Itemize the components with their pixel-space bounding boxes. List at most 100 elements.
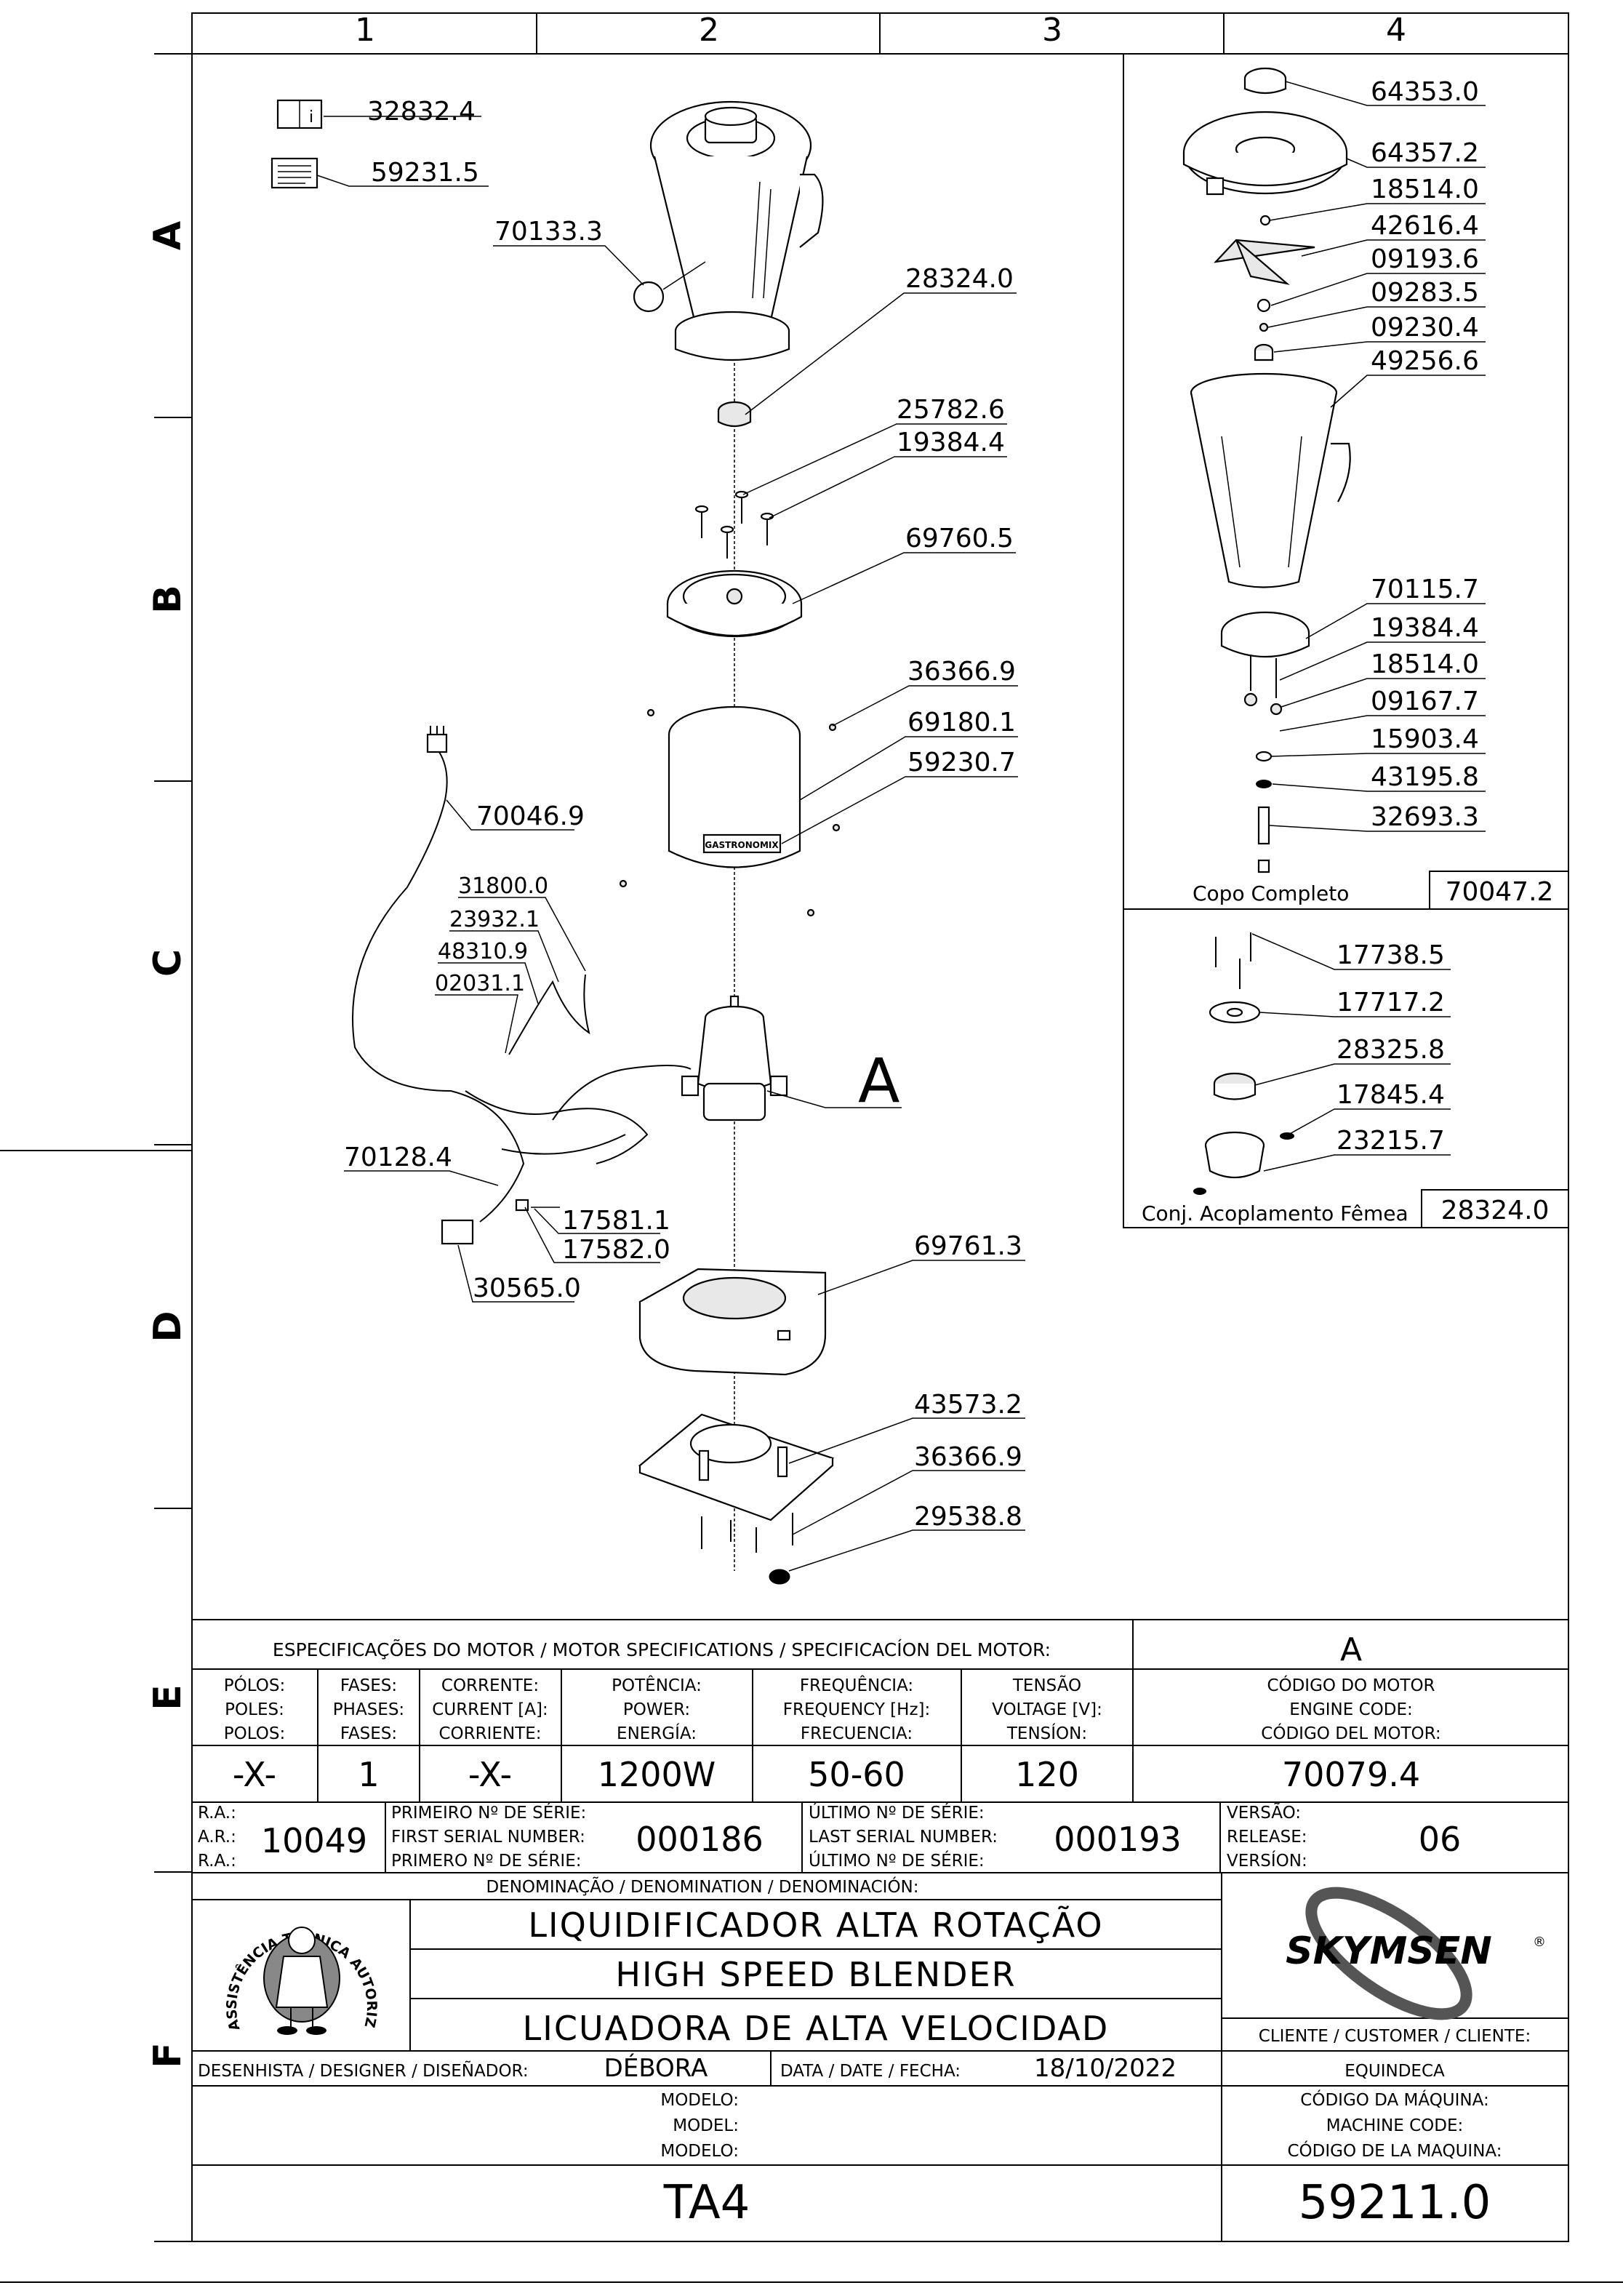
coupling-part: [717, 401, 752, 428]
last-serial-value: 000193: [1054, 1820, 1182, 1859]
manual-icon: i: [276, 99, 323, 129]
callout: 17845.4: [1288, 1080, 1451, 1135]
grid-row-c: C: [146, 949, 190, 977]
spec-col-engine-code: CÓDIGO DO MOTOR ENGINE CODE: CÓDIGO DEL …: [1261, 1675, 1440, 1794]
spec-header-line: TENSÍON:: [1006, 1723, 1087, 1743]
last-serial-label: ÚLTIMO Nº DE SÉRIE:: [809, 1850, 985, 1871]
part-number: 43195.8: [1371, 762, 1479, 792]
grid-row-labels: A B C D E F: [146, 221, 190, 2068]
callout: 17581.1: [534, 1206, 670, 1236]
denomination-en: HIGH SPEED BLENDER: [615, 1955, 1016, 1994]
callout: 25782.6: [742, 395, 1007, 495]
release-label: VERSÍON:: [1227, 1850, 1307, 1871]
part-number: 70046.9: [476, 801, 585, 831]
grid-col-2: 2: [699, 12, 719, 49]
acoplamento-panel: Conj. Acoplamento Fêmea 28324.0 17738.5 …: [1123, 908, 1569, 1228]
spec-header-line: CURRENT [A]:: [432, 1700, 548, 1719]
base-part: [638, 1268, 827, 1376]
ra-label: R.A.:: [198, 1804, 236, 1823]
part-number: 17738.5: [1337, 940, 1445, 970]
machine-code-label: MACHINE CODE:: [1326, 2116, 1464, 2135]
denomination-es: LICUADORA DE ALTA VELOCIDAD: [523, 2009, 1110, 2048]
model-label: MODELO:: [660, 2091, 739, 2110]
top-cover-part: [666, 569, 803, 638]
part-number: 42616.4: [1371, 211, 1479, 241]
part-number: 17581.1: [562, 1206, 670, 1236]
spec-header-line: FASES:: [340, 1724, 397, 1743]
label-sticker-icon: [270, 157, 318, 189]
spec-header-line: CÓDIGO DO MOTOR: [1267, 1675, 1435, 1695]
part-number: 59231.5: [371, 158, 479, 188]
part-number: 70128.4: [344, 1143, 452, 1172]
part-number: 43573.2: [914, 1390, 1022, 1420]
spec-header-line: FREQUENCY [Hz]:: [783, 1700, 931, 1719]
spec-col-power: POTÊNCIA: POWER: ENERGÍA: 1200W: [598, 1675, 716, 1794]
callout: 69760.5: [792, 524, 1016, 604]
spec-header-line: VOLTAGE [V]:: [992, 1700, 1102, 1719]
callout: 17717.2: [1259, 988, 1451, 1017]
spec-col-poles: PÓLOS: POLES: POLOS: -X-: [224, 1675, 285, 1794]
copo-parts: [1182, 67, 1351, 873]
motor-specs-table: ESPECIFICAÇÕES DO MOTOR / MOTOR SPECIFIC…: [192, 1619, 1568, 1803]
callout: 09193.6: [1270, 244, 1486, 306]
machine-code-label: CÓDIGO DA MÁQUINA:: [1300, 2089, 1488, 2110]
callout: 02031.1: [435, 971, 525, 1054]
copo-completo-code: 70047.2: [1446, 877, 1554, 907]
part-number: 36366.9: [907, 657, 1016, 687]
denomination-pt: LIQUIDIFICADOR ALTA ROTAÇÃO: [528, 1905, 1103, 1945]
machine-code-value: 59211.0: [1299, 2176, 1491, 2230]
spec-header-line: CÓDIGO DEL MOTOR:: [1261, 1723, 1440, 1743]
callout: 32832.4: [324, 97, 481, 127]
main-exploded-assembly: i: [270, 99, 841, 1585]
part-number: 31800.0: [458, 873, 548, 899]
callout: 70128.4: [344, 1143, 499, 1186]
spec-value-power: 1200W: [598, 1755, 716, 1794]
spec-header-line: ENERGÍA:: [617, 1723, 697, 1743]
spec-header-line: POLES:: [225, 1700, 284, 1719]
spec-col-frequency: FREQUÊNCIA: FREQUENCY [Hz]: FRECUENCIA: …: [783, 1675, 931, 1794]
part-number: 19384.4: [1371, 613, 1479, 643]
part-number: 30565.0: [473, 1273, 581, 1303]
callout: 32693.3: [1269, 802, 1486, 832]
spec-value-current: -X-: [468, 1755, 512, 1794]
part-number: 59230.7: [907, 748, 1016, 777]
part-number: 48310.9: [438, 939, 528, 964]
model-label: MODELO:: [660, 2142, 739, 2161]
first-serial-value: 000186: [636, 1820, 764, 1859]
spec-header-line: POWER:: [623, 1700, 690, 1719]
part-number: 19384.4: [897, 428, 1005, 457]
brand-plate: GASTRONOMIX: [705, 840, 779, 850]
part-number: 64353.0: [1371, 77, 1479, 107]
motor-specs-heading: ESPECIFICAÇÕES DO MOTOR / MOTOR SPECIFIC…: [273, 1639, 1051, 1660]
spec-value-engine-code: 70079.4: [1282, 1755, 1420, 1794]
callout: 59230.7: [781, 748, 1018, 844]
part-number: 49256.6: [1371, 346, 1479, 376]
release-label: VERSÃO:: [1227, 1802, 1301, 1823]
grid-column-labels: 1 2 3 4: [355, 12, 1406, 49]
first-serial-label: PRIMERO Nº DE SÉRIE:: [391, 1850, 582, 1871]
part-number: 28324.0: [905, 264, 1014, 294]
brand-registered-mark: ®: [1533, 1935, 1546, 1950]
spec-value-voltage: 120: [1015, 1755, 1079, 1794]
spec-value-phases: 1: [358, 1755, 379, 1794]
callout: 30565.0: [457, 1244, 581, 1303]
grid-col-3: 3: [1042, 12, 1062, 49]
motor-letter: A: [1340, 1631, 1362, 1668]
callout: 59231.5: [316, 158, 489, 188]
grid-row-a: A: [146, 221, 190, 250]
part-number: 09167.7: [1371, 687, 1479, 716]
callout: 48310.9: [438, 939, 539, 1004]
part-number: 64357.2: [1371, 138, 1479, 168]
callout: 36366.9: [792, 1442, 1025, 1535]
svg-text:i: i: [309, 108, 313, 127]
part-number: 28325.8: [1337, 1035, 1445, 1065]
motor-part: [681, 995, 788, 1121]
spec-header-line: POLOS:: [224, 1724, 285, 1743]
spec-header-line: FREQUÊNCIA:: [800, 1675, 913, 1695]
part-number: 70115.7: [1371, 575, 1479, 604]
grid-row-e: E: [146, 1684, 190, 1711]
part-number: 17717.2: [1337, 988, 1445, 1017]
acoplamento-callouts: 17738.5 17717.2 28325.8 17845.4 23215.7: [1251, 933, 1451, 1172]
ra-label: R.A.:: [198, 1852, 236, 1871]
spec-header-line: FASES:: [340, 1676, 397, 1695]
